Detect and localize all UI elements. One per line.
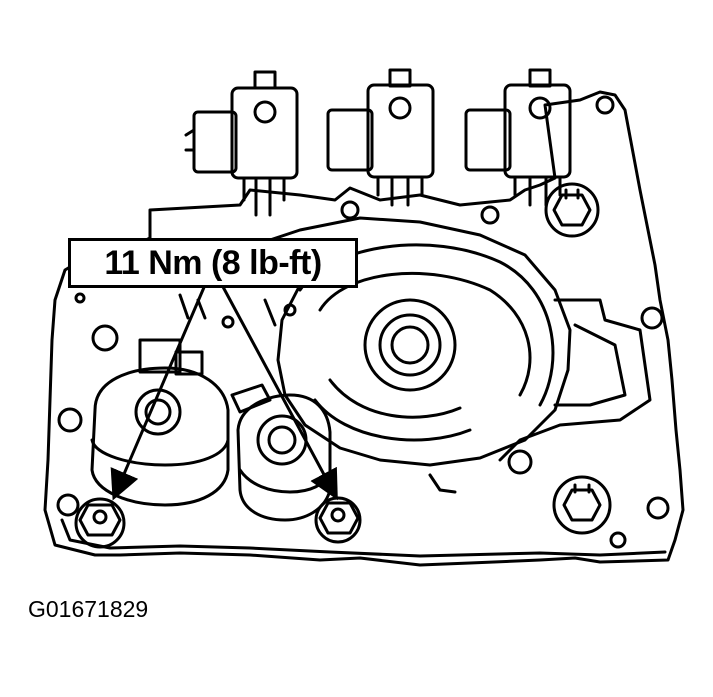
- bolt-top-right: [544, 182, 600, 238]
- boss-right-mid: [507, 449, 533, 475]
- solenoid-right: [464, 68, 572, 207]
- boss-right-lower: [646, 496, 670, 520]
- small-dot-3: [221, 315, 235, 329]
- bolt-left: [74, 497, 126, 549]
- central-hub-inner: [390, 325, 430, 365]
- solenoid-left: [184, 70, 299, 217]
- boss-top-right: [595, 95, 615, 115]
- small-dot-2: [283, 303, 297, 317]
- boss-top-right-2: [480, 205, 500, 225]
- boss-right-upper: [640, 306, 664, 330]
- bolt-lower-right: [552, 475, 612, 535]
- solenoid-lower-center: [230, 383, 332, 522]
- figure-id: G01671829: [28, 596, 149, 622]
- valve-body-plate: [43, 90, 685, 567]
- central-hub-outer: [363, 298, 457, 392]
- bolt-right: [314, 496, 362, 544]
- boss-left-mid: [57, 407, 83, 433]
- plate-inner-edge: [60, 518, 667, 558]
- right-channel-inner: [553, 323, 627, 407]
- leader-arrow-right: [220, 283, 338, 501]
- central-hub-mid: [378, 313, 442, 377]
- boss-right-far: [609, 531, 627, 549]
- leader-arrow-left: [110, 283, 207, 501]
- central-cover-groove-4: [328, 378, 462, 419]
- central-cover-outline: [238, 216, 572, 467]
- boss-left-upper: [91, 324, 119, 352]
- small-dot-1: [74, 292, 86, 304]
- solenoid-lower-left: [90, 338, 230, 507]
- central-cover-groove-3: [313, 398, 472, 442]
- detail-marks: [178, 293, 457, 494]
- solenoid-center: [326, 68, 435, 207]
- torque-callout-label: 11 Nm (8 lb-ft): [68, 238, 358, 288]
- boss-left-lower: [56, 493, 80, 517]
- right-channel: [498, 298, 652, 462]
- boss-top-center: [340, 200, 360, 220]
